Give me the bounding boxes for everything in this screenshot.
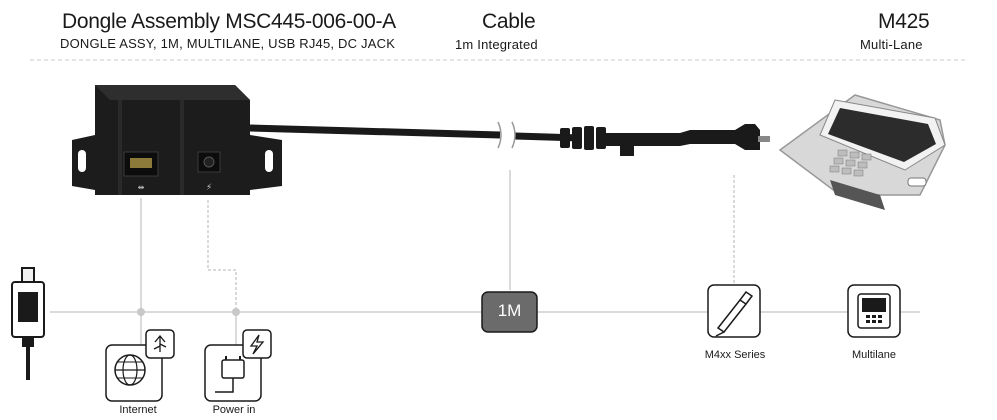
cable-length-label: 1M <box>497 301 522 320</box>
integrated-cable <box>249 121 770 156</box>
power-node <box>204 329 272 402</box>
power-adapter-icon <box>221 359 245 379</box>
multilane-node <box>847 284 901 338</box>
dongle-title: Dongle Assembly MSC445-006-00-A <box>62 10 396 33</box>
left-plug-icon <box>11 267 45 380</box>
series-label: M4xx Series <box>704 349 766 361</box>
internet-label: Internet <box>119 404 157 416</box>
device-title: M425 <box>878 10 930 33</box>
device-subtitle: Multi-Lane <box>860 37 923 52</box>
internet-node <box>105 329 175 402</box>
power-junction-dot <box>232 308 240 316</box>
multilane-label: Multilane <box>851 349 897 361</box>
lightning-icon <box>249 334 265 355</box>
power-drop-line <box>207 200 237 312</box>
cable-title: Cable <box>482 10 536 33</box>
usb-symbol: ⇹ <box>138 183 145 192</box>
cable-subtitle: 1m Integrated <box>455 37 538 52</box>
power-in-label: Power in <box>212 404 256 416</box>
dongle-box: ⇹ ⚡ <box>72 85 282 195</box>
series-node <box>707 284 761 338</box>
dongle-subtitle: DONGLE ASSY, 1M, MULTILANE, USB RJ45, DC… <box>60 36 396 51</box>
cable-length-badge <box>481 291 538 333</box>
power-symbol: ⚡ <box>206 183 212 193</box>
usb-icon <box>153 334 167 352</box>
m425-terminal <box>778 94 946 210</box>
internet-junction-dot <box>137 308 145 316</box>
